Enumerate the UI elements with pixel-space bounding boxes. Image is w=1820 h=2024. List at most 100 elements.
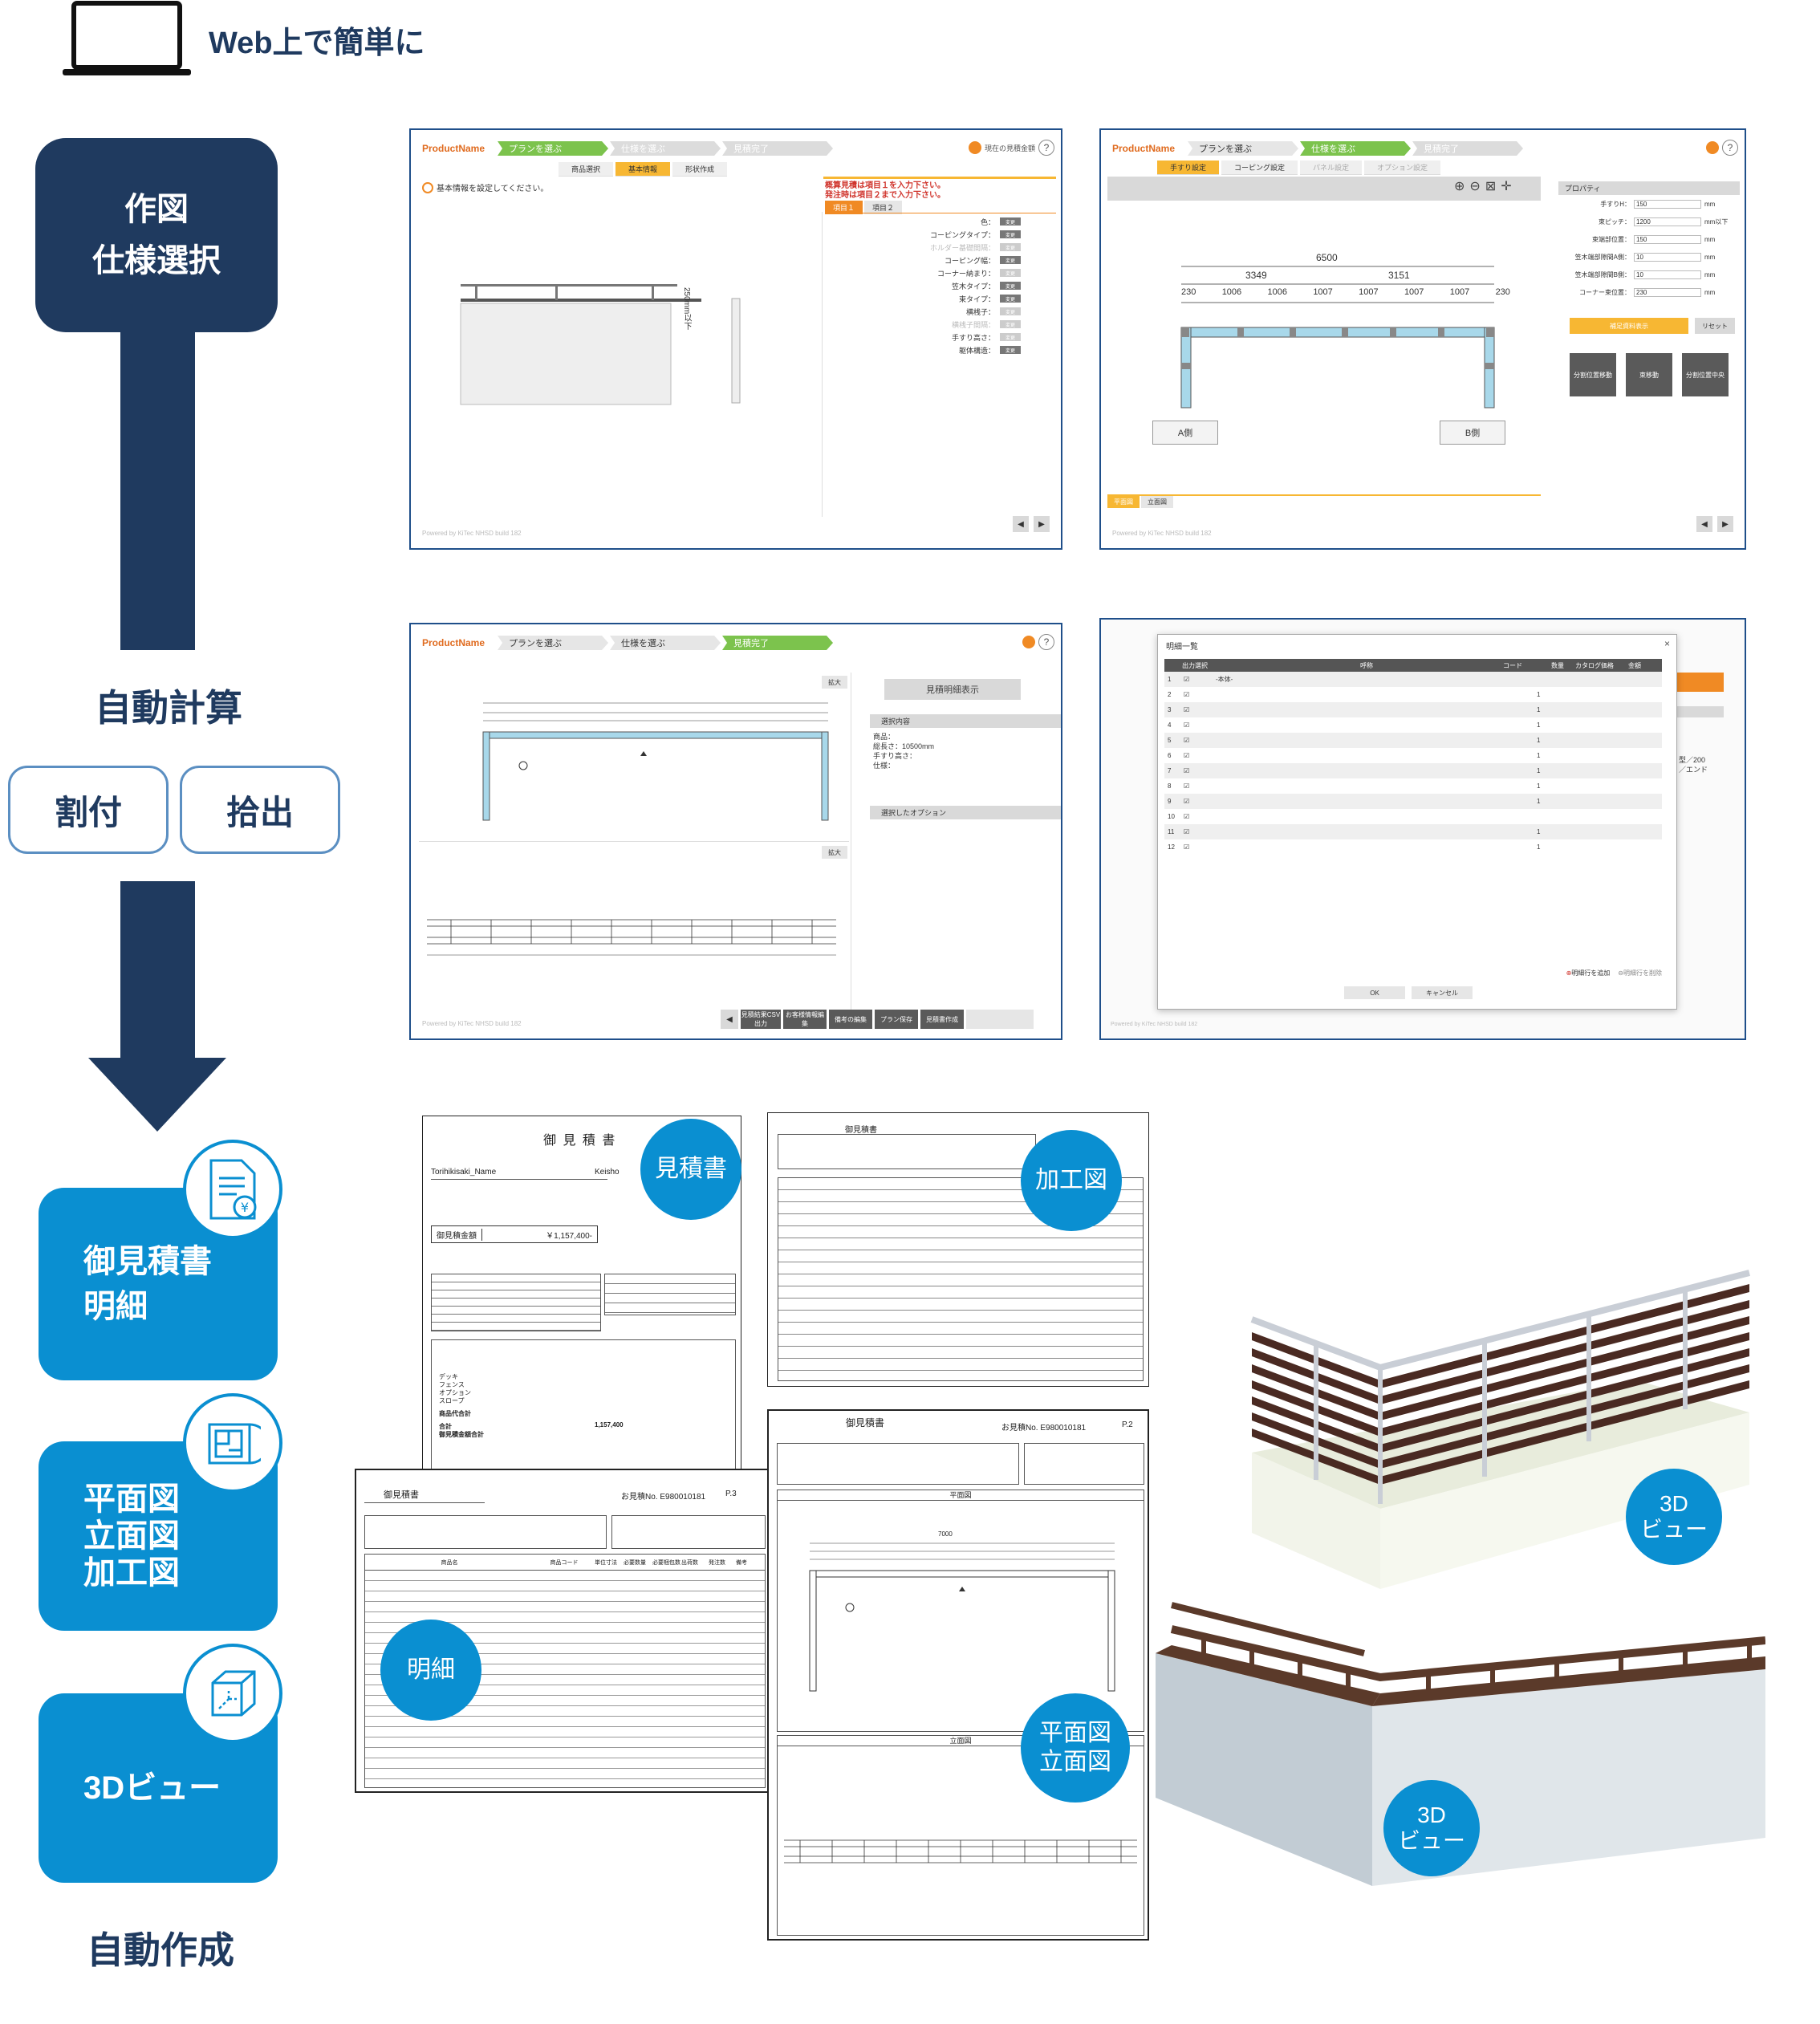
step-spec[interactable]: 仕様を選ぶ xyxy=(610,141,721,156)
checkbox-icon[interactable]: ☑ xyxy=(1184,721,1190,729)
next-button[interactable]: ▶ xyxy=(1717,516,1733,532)
step-done[interactable]: 見積完了 xyxy=(722,636,833,650)
table-row[interactable]: 10☑1 xyxy=(1164,809,1662,824)
prop-input[interactable]: 230 xyxy=(1634,287,1701,297)
step-plan[interactable]: プランを選ぶ xyxy=(498,141,608,156)
zoom-button[interactable]: 拡大 xyxy=(822,846,847,859)
item-tab-1[interactable]: 項目１ xyxy=(825,201,863,214)
help-icon[interactable]: ? xyxy=(1038,634,1054,650)
step-done[interactable]: 見積完了 xyxy=(722,141,833,156)
prop-input[interactable]: 10 xyxy=(1634,252,1701,262)
customer-edit-button[interactable]: お客様情報編集 xyxy=(783,1010,827,1029)
plan-label-1: 平面図 xyxy=(1039,1720,1111,1746)
prop-input[interactable]: 10 xyxy=(1634,270,1701,279)
change-button[interactable]: 変更 xyxy=(1000,282,1021,290)
fit-icon[interactable]: ⊠ xyxy=(1485,180,1497,193)
change-button[interactable]: 変更 xyxy=(1000,269,1021,277)
step-plan[interactable]: プランを選ぶ xyxy=(498,636,608,650)
split-center-button[interactable]: 分割位置中央 xyxy=(1682,353,1729,396)
checkbox-icon[interactable]: ☑ xyxy=(1184,691,1190,698)
zoom-in-icon[interactable]: ⊕ xyxy=(1454,180,1465,193)
zoom-button[interactable]: 拡大 xyxy=(822,676,847,689)
prev-button[interactable]: ◀ xyxy=(1013,516,1029,532)
notes-edit-button[interactable]: 備考の編集 xyxy=(829,1010,872,1029)
change-button[interactable]: 変更 xyxy=(1000,320,1021,328)
table-row[interactable]: 9☑1 xyxy=(1164,794,1662,809)
checkbox-icon[interactable]: ☑ xyxy=(1184,752,1190,759)
change-button[interactable]: 変更 xyxy=(1000,307,1021,315)
help-area[interactable]: ? xyxy=(1706,140,1738,156)
estimate-create-button[interactable]: 見積書作成 xyxy=(920,1010,964,1029)
plan-save-button[interactable]: プラン保存 xyxy=(875,1010,918,1029)
prev-button[interactable]: ◀ xyxy=(721,1010,738,1029)
prop-input[interactable]: 150 xyxy=(1634,234,1701,244)
move-icon[interactable]: ✛ xyxy=(1501,180,1512,193)
subtab-option[interactable]: オプション設定 xyxy=(1364,161,1441,175)
zoom-out-icon[interactable]: ⊖ xyxy=(1469,180,1481,193)
checkbox-icon[interactable]: ☑ xyxy=(1184,798,1190,805)
reset-button[interactable]: リセット xyxy=(1695,318,1735,334)
csv-button[interactable]: 見積結果CSV出力 xyxy=(741,1010,781,1029)
help-area[interactable]: 現在の見積金額 ? xyxy=(968,140,1054,156)
step-plan[interactable]: プランを選ぶ xyxy=(1188,141,1298,156)
change-button[interactable]: 変更 xyxy=(1000,346,1021,354)
next-button[interactable]: ▶ xyxy=(1034,516,1050,532)
table-row[interactable]: 2☑1 xyxy=(1164,687,1662,702)
table-row[interactable]: 11☑1 xyxy=(1164,824,1662,839)
product-name[interactable]: ProductName xyxy=(419,141,497,156)
change-button[interactable]: 変更 xyxy=(1000,230,1021,238)
help-area[interactable]: ? xyxy=(1022,634,1054,650)
tab-plan[interactable]: 平面図 xyxy=(1107,496,1140,508)
table-row[interactable]: 12☑1 xyxy=(1164,839,1662,855)
product-name[interactable]: ProductName xyxy=(419,636,497,650)
table-row[interactable]: 4☑1 xyxy=(1164,717,1662,733)
close-icon[interactable]: × xyxy=(1664,638,1670,649)
change-button[interactable]: 変更 xyxy=(1000,217,1021,226)
table-row[interactable]: 1☑-本体-1 xyxy=(1164,672,1662,687)
table-row[interactable]: 3☑1 xyxy=(1164,702,1662,717)
table-row[interactable]: 8☑1 xyxy=(1164,778,1662,794)
change-button[interactable]: 変更 xyxy=(1000,256,1021,264)
post-move-button[interactable]: 束移動 xyxy=(1626,353,1672,396)
prev-button[interactable]: ◀ xyxy=(1696,516,1712,532)
checkbox-icon[interactable]: ☑ xyxy=(1184,737,1190,744)
subtab-basic[interactable]: 基本情報 xyxy=(615,162,671,177)
material-button[interactable]: 補足資料表示 xyxy=(1570,318,1688,334)
cancel-button[interactable]: キャンセル xyxy=(1412,986,1473,999)
prop-input[interactable]: 150 xyxy=(1634,199,1701,209)
table-row[interactable]: 5☑1 xyxy=(1164,733,1662,748)
subtab-shape[interactable]: 形状作成 xyxy=(672,162,728,177)
help-icon[interactable]: ? xyxy=(1038,140,1054,156)
checkbox-icon[interactable]: ☑ xyxy=(1184,782,1190,790)
item-tab-2[interactable]: 項目２ xyxy=(864,201,903,214)
checkbox-icon[interactable]: ☑ xyxy=(1184,706,1190,713)
step-spec[interactable]: 仕様を選ぶ xyxy=(1300,141,1411,156)
checkbox-icon[interactable]: ☑ xyxy=(1184,813,1190,820)
help-icon[interactable]: ? xyxy=(1722,140,1738,156)
subtab-coping[interactable]: コーピング設定 xyxy=(1221,161,1298,175)
checkbox-icon[interactable]: ☑ xyxy=(1184,828,1190,835)
tab-elevation[interactable]: 立面図 xyxy=(1141,496,1173,508)
checkbox-icon[interactable]: ☑ xyxy=(1184,676,1190,683)
delete-row-link[interactable]: ⊖明細行を削除 xyxy=(1618,969,1662,977)
subtab-rail[interactable]: 手すり設定 xyxy=(1157,161,1220,175)
checkbox-icon[interactable]: ☑ xyxy=(1184,767,1190,774)
prop-input[interactable]: 1200 xyxy=(1634,217,1701,226)
table-row[interactable]: 7☑1 xyxy=(1164,763,1662,778)
split-move-button[interactable]: 分割位置移動 xyxy=(1570,353,1616,396)
change-button[interactable]: 変更 xyxy=(1000,333,1021,341)
change-button[interactable]: 変更 xyxy=(1000,243,1021,251)
subtab-panel[interactable]: パネル設定 xyxy=(1300,161,1363,175)
detail-dialog: 明細一覧 × 出力選択 呼称 コード 数量 カタログ価格 金額 1☑-本体-1 … xyxy=(1157,634,1677,1010)
ok-button[interactable]: OK xyxy=(1344,986,1405,999)
step-spec[interactable]: 仕様を選ぶ xyxy=(610,636,721,650)
table-row[interactable]: 6☑1 xyxy=(1164,748,1662,763)
subtab-product[interactable]: 商品選択 xyxy=(559,162,614,177)
detail-button[interactable]: 見積明細表示 xyxy=(884,679,1021,700)
step-done[interactable]: 見積完了 xyxy=(1412,141,1523,156)
product-name[interactable]: ProductName xyxy=(1109,141,1187,156)
checkbox-icon[interactable]: ☑ xyxy=(1184,843,1190,851)
add-row-link[interactable]: ⊕明細行を追加 xyxy=(1566,969,1611,977)
prop-holder-interval: ホルダー基礎間隔： xyxy=(929,243,995,252)
change-button[interactable]: 変更 xyxy=(1000,295,1021,303)
